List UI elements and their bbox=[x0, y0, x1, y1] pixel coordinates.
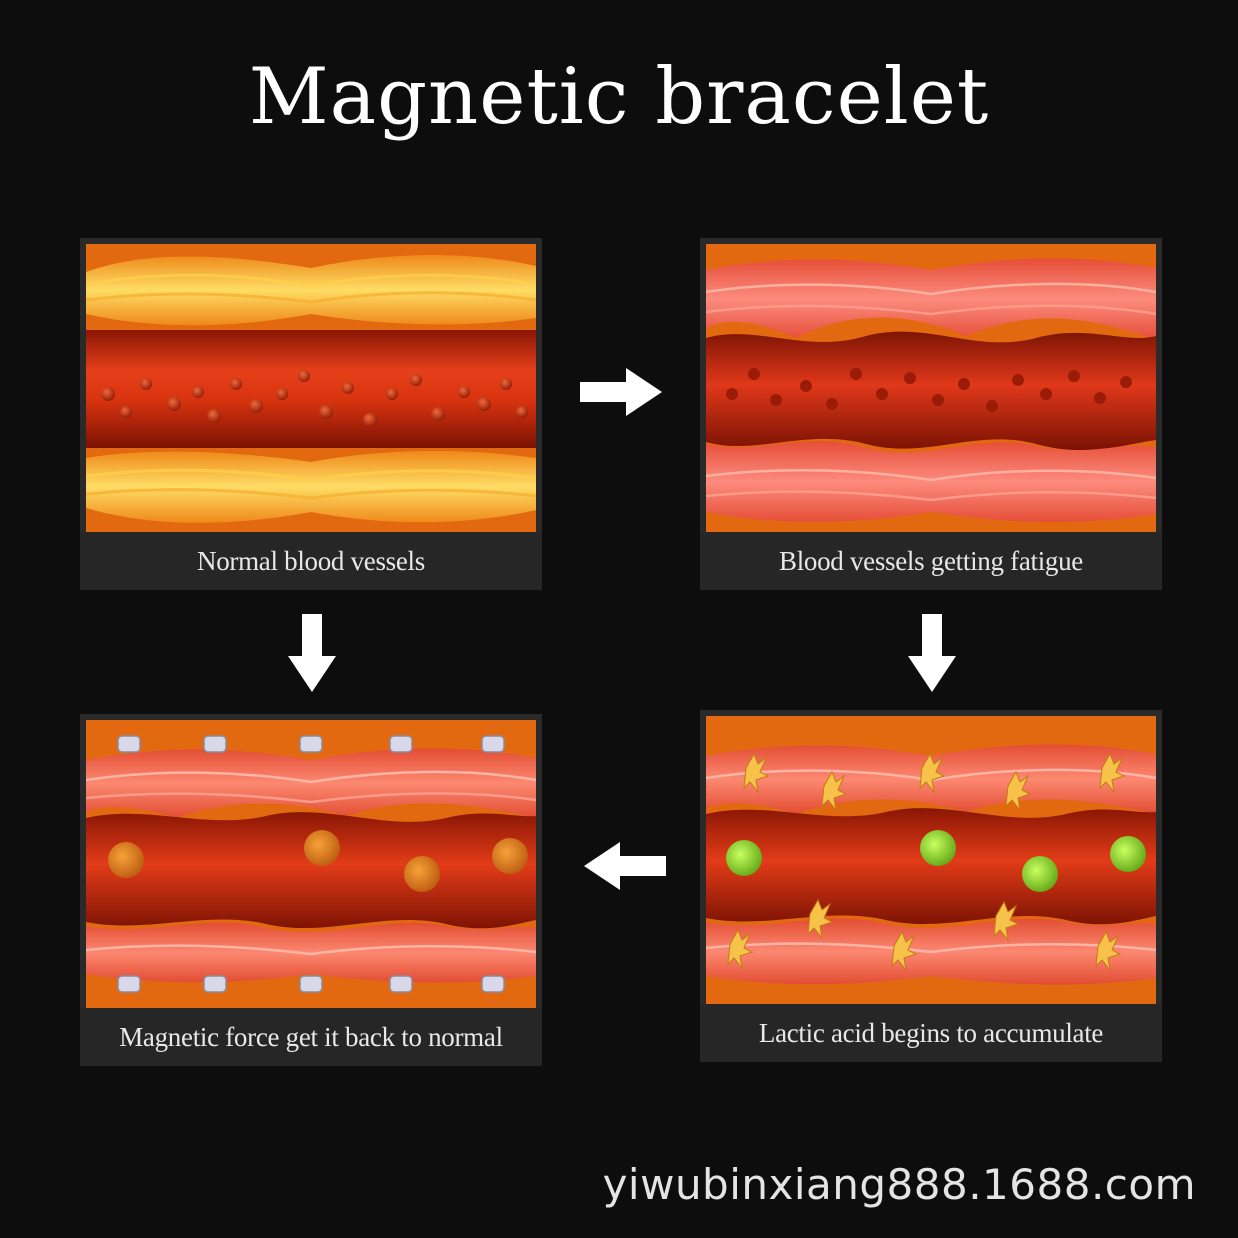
arrow-down-icon bbox=[906, 612, 958, 694]
panel-magnetic-force: Magnetic force get it back to normal bbox=[80, 714, 542, 1066]
arrow-left-icon bbox=[582, 840, 668, 892]
lactic-acid-vessel-illustration bbox=[706, 716, 1156, 1004]
caption-lactic-acid: Lactic acid begins to accumulate bbox=[700, 1004, 1162, 1062]
fatigued-vessel-illustration bbox=[706, 244, 1156, 532]
arrow-down-icon bbox=[286, 612, 338, 694]
arrow-right-icon bbox=[578, 366, 664, 418]
panel-normal-blood-vessels: Normal blood vessels bbox=[80, 238, 542, 590]
normal-vessel-illustration bbox=[86, 244, 536, 532]
caption-fatigued-blood-vessels: Blood vessels getting fatigue bbox=[700, 532, 1162, 590]
panel-lactic-acid: Lactic acid begins to accumulate bbox=[700, 710, 1162, 1062]
magnetic-vessel-illustration bbox=[86, 720, 536, 1008]
watermark-url: yiwubinxiang888.1688.com bbox=[602, 1160, 1196, 1209]
caption-normal-blood-vessels: Normal blood vessels bbox=[80, 532, 542, 590]
page-title: Magnetic bracelet bbox=[248, 52, 990, 142]
panel-fatigued-blood-vessels: Blood vessels getting fatigue bbox=[700, 238, 1162, 590]
caption-magnetic-force: Magnetic force get it back to normal bbox=[80, 1008, 542, 1066]
